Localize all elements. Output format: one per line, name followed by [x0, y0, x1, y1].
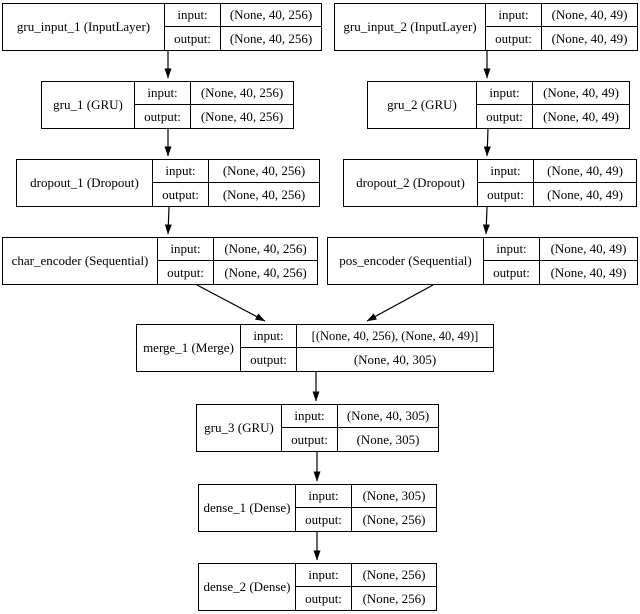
output-key-label: output: [158, 261, 214, 284]
input-key-label: input: [153, 160, 209, 182]
output-key-label: output: [477, 105, 533, 128]
input-key-label: input: [296, 485, 352, 507]
node-pos-encoder: pos_encoder (Sequential) input: (None, 4… [327, 237, 638, 285]
output-shape-value: (None, 305) [356, 431, 420, 447]
layer-name-label: char_encoder (Sequential) [3, 238, 158, 284]
output-key-label: output: [296, 508, 352, 531]
node-gru-1: gru_1 (GRU) input: (None, 40, 256) outpu… [41, 81, 294, 129]
output-shape-value: (None, 40, 256) [229, 30, 313, 46]
input-shape-value: (None, 40, 49) [550, 241, 627, 256]
input-key-label: input: [282, 405, 338, 427]
input-shape-value: (None, 40, 49) [547, 163, 623, 178]
input-shape-value: (None, 40, 305) [346, 408, 430, 423]
output-key-label: output: [165, 27, 221, 50]
node-gru-input-2: gru_input_2 (InputLayer) input: (None, 4… [334, 3, 638, 51]
node-dropout-1: dropout_1 (Dropout) input: (None, 40, 25… [16, 159, 320, 207]
output-key-label: output: [296, 587, 352, 610]
input-key-label: input: [477, 82, 533, 104]
output-key-label: output: [282, 428, 338, 451]
output-key-label: output: [241, 348, 297, 371]
edge-dropout-2-to-pos-encoder [482, 206, 490, 235]
output-shape-value: (None, 40, 49) [551, 30, 628, 46]
node-gru-2: gru_2 (GRU) input: (None, 40, 49) output… [367, 81, 630, 129]
input-shape-value: (None, 40, 256) [224, 241, 307, 256]
input-key-label: input: [486, 4, 542, 26]
input-shape-value: (None, 40, 49) [551, 7, 628, 22]
node-dropout-2: dropout_2 (Dropout) input: (None, 40, 49… [343, 159, 637, 207]
output-shape-value: (None, 40, 49) [550, 264, 627, 280]
output-shape-value: (None, 40, 256) [224, 264, 307, 280]
node-gru-input-1: gru_input_1 (InputLayer) input: (None, 4… [2, 3, 322, 51]
input-key-label: input: [158, 238, 214, 260]
output-key-label: output: [478, 183, 534, 206]
layer-name-label: gru_2 (GRU) [368, 82, 477, 128]
layer-name-label: gru_3 (GRU) [197, 405, 282, 451]
output-shape-value: (None, 40, 256) [222, 186, 306, 202]
output-key-label: output: [484, 261, 540, 284]
layer-name-label: gru_input_1 (InputLayer) [3, 4, 165, 50]
node-dense-1: dense_1 (Dense) input: (None, 305) outpu… [198, 484, 437, 532]
output-shape-value: (None, 40, 256) [200, 108, 284, 124]
edge-dropout-1-to-char-encoder [164, 206, 172, 235]
output-key-label: output: [153, 183, 209, 206]
node-gru-3: gru_3 (GRU) input: (None, 40, 305) outpu… [196, 404, 439, 452]
input-key-label: input: [296, 564, 352, 586]
layer-name-label: dense_2 (Dense) [199, 564, 296, 610]
layer-name-label: dropout_1 (Dropout) [17, 160, 153, 206]
layer-name-label: gru_1 (GRU) [42, 82, 135, 128]
input-shape-value: (None, 305) [362, 488, 426, 503]
edge-gru-2-to-dropout-2 [483, 128, 491, 157]
input-shape-value: (None, 256) [362, 567, 426, 582]
node-merge-1: merge_1 (Merge) input: [(None, 40, 256),… [136, 324, 494, 372]
layer-name-label: dropout_2 (Dropout) [344, 160, 478, 206]
layer-name-label: pos_encoder (Sequential) [328, 238, 484, 284]
layer-name-label: merge_1 (Merge) [137, 325, 241, 371]
node-char-encoder: char_encoder (Sequential) input: (None, … [2, 237, 318, 285]
input-shape-value: (None, 40, 49) [543, 85, 619, 100]
input-key-label: input: [241, 325, 297, 347]
output-key-label: output: [135, 105, 191, 128]
output-shape-value: (None, 256) [362, 590, 426, 606]
input-shape-value: [(None, 40, 256), (None, 40, 49)] [311, 328, 479, 343]
input-shape-value: (None, 40, 256) [200, 85, 284, 100]
input-key-label: input: [478, 160, 534, 182]
edge-char-encoder-to-merge-1 [196, 284, 266, 322]
input-key-label: input: [135, 82, 191, 104]
input-shape-value: (None, 40, 256) [222, 163, 306, 178]
input-key-label: input: [165, 4, 221, 26]
output-key-label: output: [486, 27, 542, 50]
node-dense-2: dense_2 (Dense) input: (None, 256) outpu… [198, 563, 437, 611]
edge-pos-encoder-to-merge-1 [366, 284, 434, 322]
output-shape-value: (None, 40, 49) [543, 108, 619, 124]
output-shape-value: (None, 40, 49) [547, 186, 623, 202]
layer-name-label: gru_input_2 (InputLayer) [335, 4, 486, 50]
layer-name-label: dense_1 (Dense) [199, 485, 296, 531]
output-shape-value: (None, 256) [362, 511, 426, 527]
input-shape-value: (None, 40, 256) [229, 7, 313, 22]
output-shape-value: (None, 40, 305) [353, 351, 437, 367]
input-key-label: input: [484, 238, 540, 260]
